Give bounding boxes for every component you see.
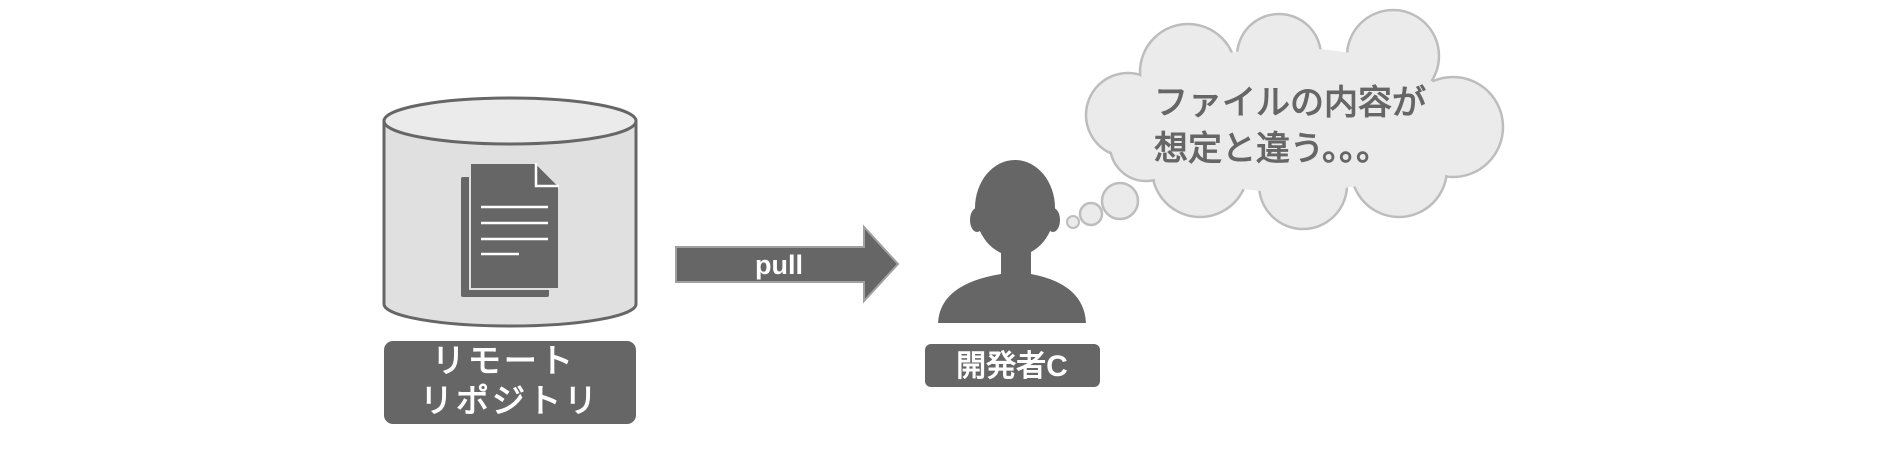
repository-label-line-1: リモート — [432, 342, 576, 379]
thought-line-2: 想定と違う。。。 — [1154, 130, 1390, 168]
thought-dot-small — [1066, 215, 1080, 229]
repository-label-line-2: リポジトリ — [420, 382, 600, 419]
developer-label-box — [925, 344, 1100, 387]
thought-dot-medium — [1078, 201, 1104, 227]
person-head — [975, 160, 1055, 256]
database-cylinder-top — [382, 96, 638, 146]
front-document-icon — [469, 162, 560, 290]
arrow-shape — [675, 224, 900, 304]
repository-label-box — [384, 341, 636, 424]
document-fold-corner — [534, 163, 559, 188]
thought-dot-large — [1100, 181, 1140, 221]
repository-label: リモート リポジトリ — [420, 342, 600, 419]
arrow-label: pull — [755, 250, 803, 280]
person-icon — [938, 160, 1086, 323]
person-left-ear — [970, 208, 984, 232]
remote-repository: リモート リポジトリ — [382, 96, 638, 424]
thought-line-1: ファイルの内容が — [1154, 84, 1426, 122]
person-right-ear — [1046, 208, 1060, 232]
person-shoulders — [938, 274, 1086, 323]
person-neck — [1001, 245, 1031, 277]
thought-bubble: ファイルの内容が 想定と違う。。。 — [1066, 8, 1505, 231]
documents-icon — [459, 162, 560, 299]
developer: 開発者C — [925, 160, 1100, 387]
pull-arrow: pull — [675, 224, 900, 304]
developer-label: 開発者C — [956, 350, 1068, 383]
cloud-fill — [1087, 11, 1502, 228]
thought-text: ファイルの内容が 想定と違う。。。 — [1154, 84, 1435, 168]
